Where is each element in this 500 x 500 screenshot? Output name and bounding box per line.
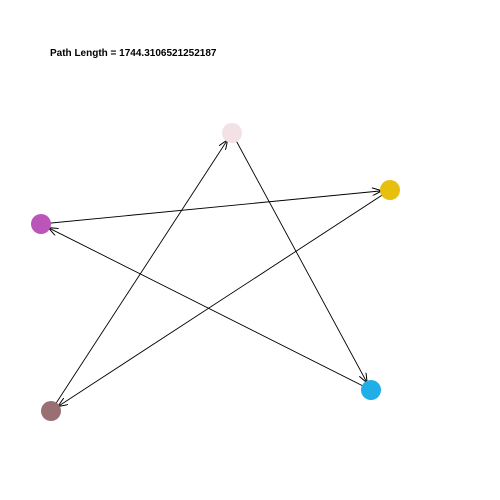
edge-n-top-to-n-bottom-right	[231, 132, 367, 382]
edge-n-bottom-right-to-n-left	[49, 228, 372, 391]
tour-nodes	[31, 123, 400, 421]
path-length-label: Path Length = 1744.3106521252187	[50, 48, 217, 59]
node-right	[380, 180, 400, 200]
edge-n-bottom-left-to-n-top	[50, 141, 227, 412]
node-top	[222, 123, 242, 143]
tour-edges	[40, 132, 391, 412]
edge-n-left-to-n-right	[40, 191, 381, 225]
edge-n-right-to-n-bottom-left	[59, 189, 391, 406]
node-bottom-right	[361, 380, 381, 400]
node-bottom-left	[41, 401, 61, 421]
node-left	[31, 214, 51, 234]
